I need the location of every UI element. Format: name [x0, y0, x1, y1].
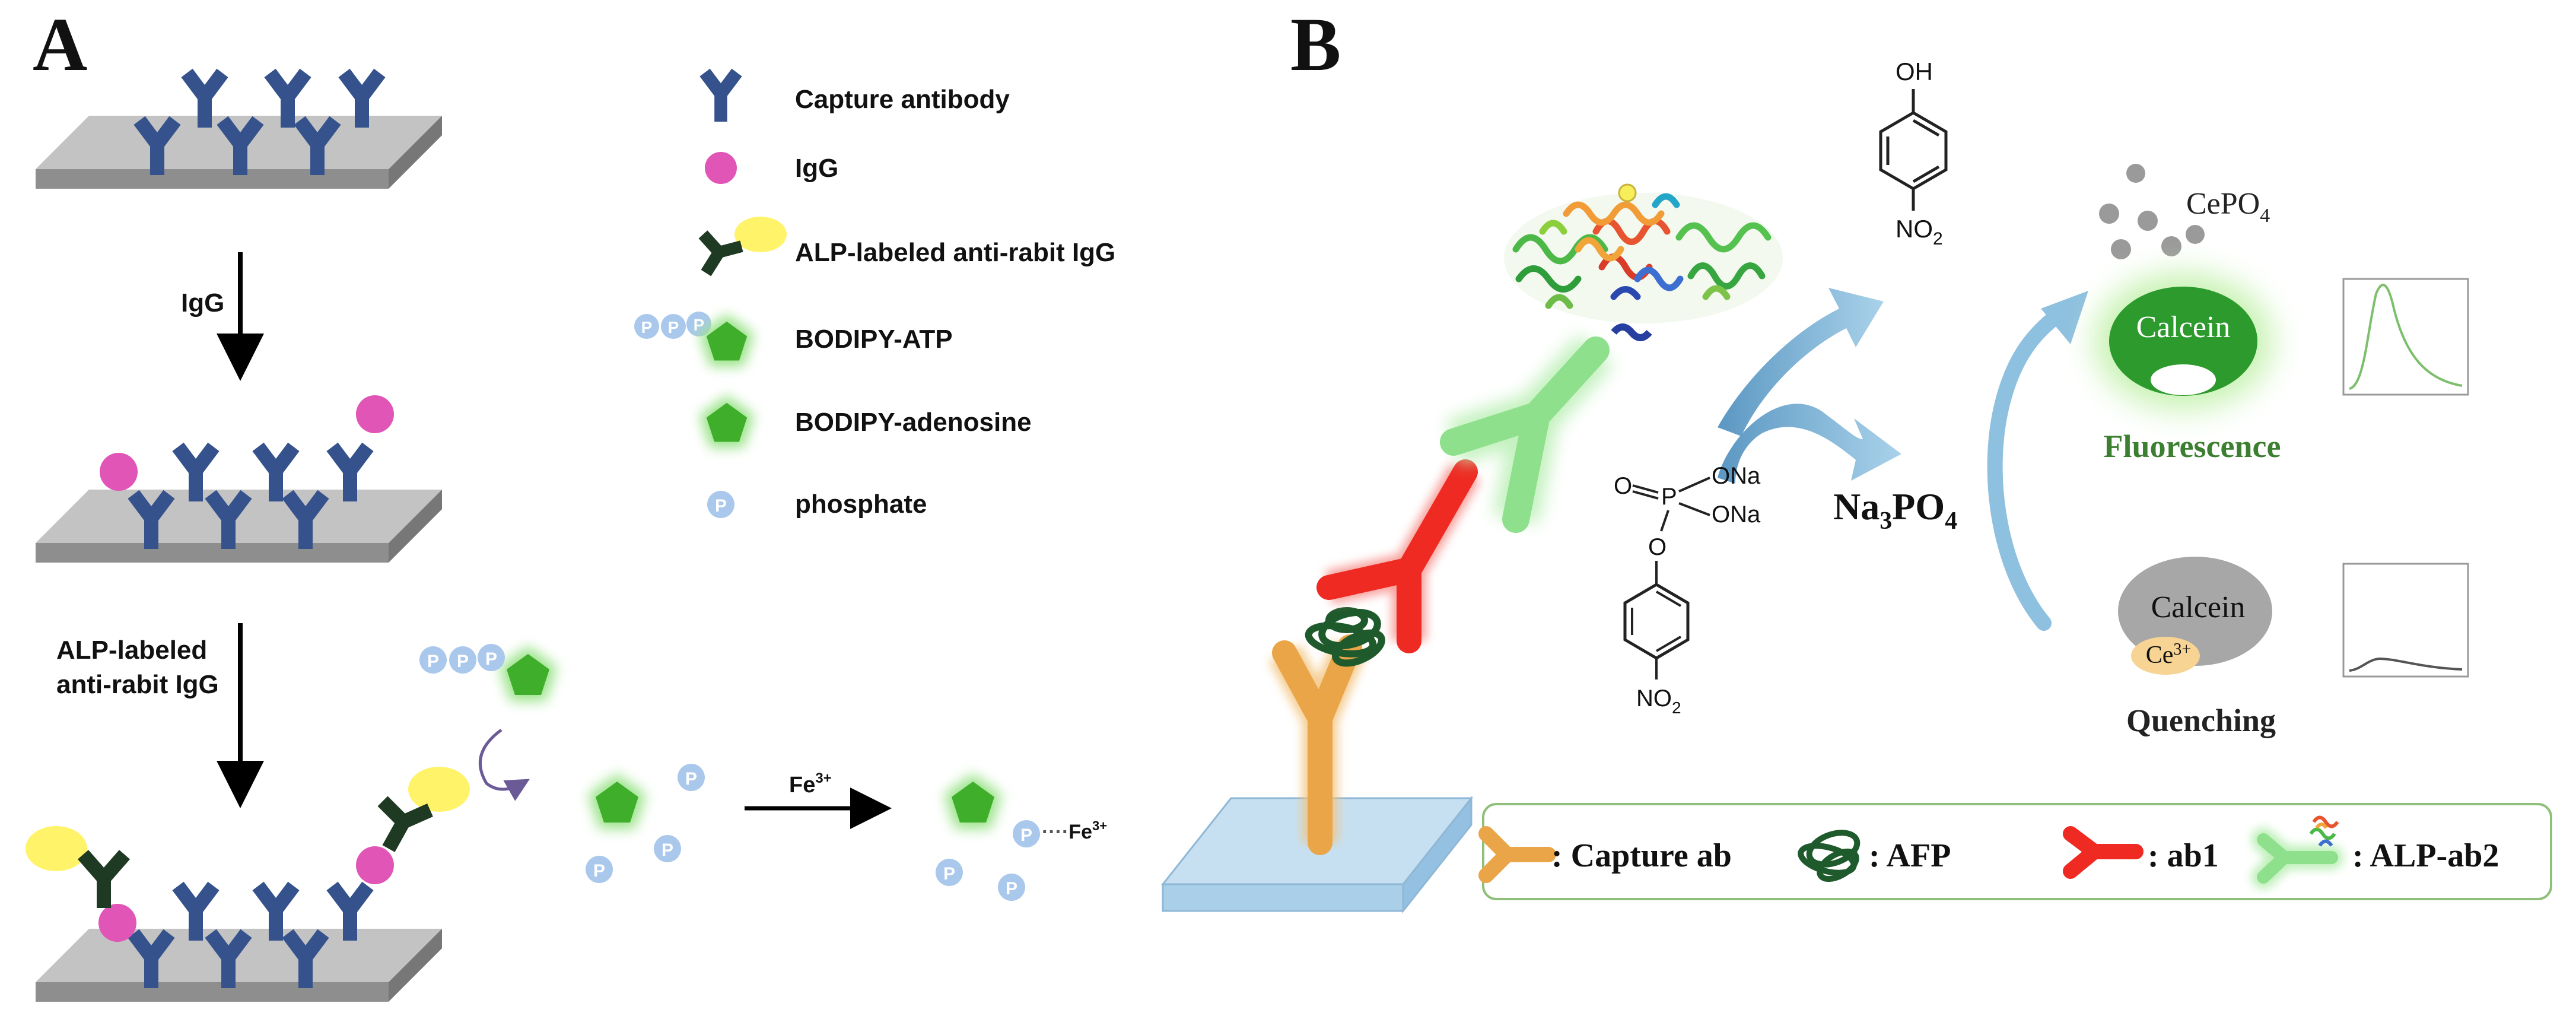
na3po4-label: Na3PO4: [1833, 485, 1957, 535]
alp-ab2-icon: [2251, 815, 2343, 889]
released-phosphates: P P P: [586, 764, 705, 883]
substrate-o-ester: O: [1648, 534, 1667, 560]
pnpp-substrate: O P ONa ONa O NO2: [1614, 463, 1761, 717]
substrate-ona-2: ONa: [1712, 501, 1761, 528]
panel-a: A IgG: [26, 2, 1115, 1002]
afp-icon: [1798, 830, 1861, 882]
svg-text:P: P: [943, 864, 955, 884]
afp: [1305, 607, 1385, 667]
legend-a-label-3: ALP-labeled anti-rabit IgG: [795, 238, 1115, 267]
legend-a-label-4: BODIPY-ATP: [795, 325, 953, 354]
igg-bound-3: [98, 846, 394, 942]
curved-arrow: [478, 728, 530, 801]
substrate-o-double: O: [1614, 473, 1632, 499]
calcein-fluorescent: Calcein: [2094, 273, 2272, 409]
bodipy-adenosine-icon: [699, 395, 755, 448]
atp-pentagon-glow: [499, 646, 557, 701]
legend-a-label-1: Capture antibody: [795, 85, 1010, 114]
substrate-no2: NO2: [1636, 685, 1681, 717]
legend-b-label-1: : Capture ab: [1551, 837, 1732, 874]
step-2-label-line1: ALP-labeled: [56, 636, 207, 665]
cepo4-label: CePO4: [2186, 187, 2270, 227]
oh-label: OH: [1896, 58, 1933, 85]
igg-icon: [705, 152, 737, 184]
alp-antibody-left: [26, 826, 131, 908]
ab1-icon: [2063, 826, 2144, 879]
step-2-label-line2: anti-rabit IgG: [56, 670, 219, 699]
substrate-ona-1: ONa: [1712, 463, 1761, 489]
reaction-arrows: [1718, 288, 1901, 484]
recovery-arrowhead: [2041, 291, 2088, 344]
svg-text:P: P: [685, 769, 697, 789]
fe-product-label: ····Fe3+: [1042, 818, 1107, 843]
svg-text:P: P: [694, 316, 705, 334]
step-1-label: IgG: [181, 288, 224, 317]
legend-a: Capture antibody IgG ALP-labeled anti-ra…: [634, 72, 1115, 519]
svg-text:P: P: [641, 318, 653, 336]
no2-label: NO2: [1896, 215, 1943, 249]
arrow-to-nitrophenol: [1718, 288, 1884, 436]
quenching-spectrum: [2342, 563, 2469, 678]
calcein-bottom-label: Calcein: [2151, 590, 2246, 624]
alp-antibody-right: [377, 767, 470, 852]
legend-b-label-4: : ALP-ab2: [2352, 837, 2499, 874]
capture-antibody-icon: [705, 72, 737, 122]
fluorescence-spectrum: [2342, 278, 2469, 396]
adenosine-pentagon-1: [588, 773, 646, 829]
svg-text:P: P: [1020, 825, 1032, 845]
capture-ab-icon: [1478, 826, 1556, 883]
svg-text:P: P: [427, 652, 439, 671]
p-nitrophenol: OH NO2: [1879, 58, 1948, 249]
panel-a-label: A: [33, 2, 87, 87]
bodipy-atp-icon: P P P: [634, 312, 755, 367]
legend-b: : Capture ab : AFP : ab1: [1478, 803, 2552, 900]
substrate-p: P: [1661, 484, 1677, 510]
alp-enzyme-structure: [1504, 183, 1783, 341]
svg-text:P: P: [715, 496, 727, 516]
recovery-arrow: [1987, 307, 2066, 631]
calcein-top-label: Calcein: [2136, 310, 2231, 344]
bodipy-atp-reaction: P P P P P P Fe3+: [419, 644, 1107, 901]
atp-phosphates: P P P: [419, 644, 505, 674]
adenosine-pentagon-2: [944, 773, 1002, 829]
legend-a-label-5: BODIPY-adenosine: [795, 408, 1032, 437]
ce3-label: Ce3+: [2146, 640, 2191, 669]
cepo4-particles: [2099, 164, 2205, 259]
svg-text:P: P: [485, 649, 497, 669]
legend-b-label-3: : ab1: [2148, 837, 2219, 874]
fe-arrow-label: Fe3+: [789, 770, 832, 798]
legend-b-label-2: : AFP: [1869, 837, 1951, 874]
alp-ab2: [1440, 334, 1613, 533]
panel-b-label: B: [1290, 2, 1341, 87]
legend-a-label-6: phosphate: [795, 490, 927, 519]
product-phosphates: P P P: [936, 820, 1040, 901]
alp-labeled-antibody-icon: [698, 217, 787, 277]
svg-text:P: P: [1006, 879, 1017, 898]
svg-text:P: P: [662, 840, 673, 860]
svg-text:P: P: [593, 861, 605, 881]
svg-text:P: P: [668, 318, 679, 336]
igg-bound-2: [100, 395, 394, 491]
ab1: [1316, 459, 1481, 653]
fluorescence-label: Fluorescence: [2104, 428, 2281, 464]
quenching-label: Quenching: [2126, 703, 2276, 738]
panel-b: B: [1160, 2, 2552, 914]
capture-ab: [1268, 634, 1366, 855]
svg-text:P: P: [457, 652, 469, 671]
arrow-to-na3po4: [1718, 404, 1901, 484]
calcein-quenched: Calcein Ce3+: [2118, 557, 2272, 675]
phosphate-icon: P: [707, 491, 734, 518]
legend-a-label-2: IgG: [795, 154, 838, 183]
